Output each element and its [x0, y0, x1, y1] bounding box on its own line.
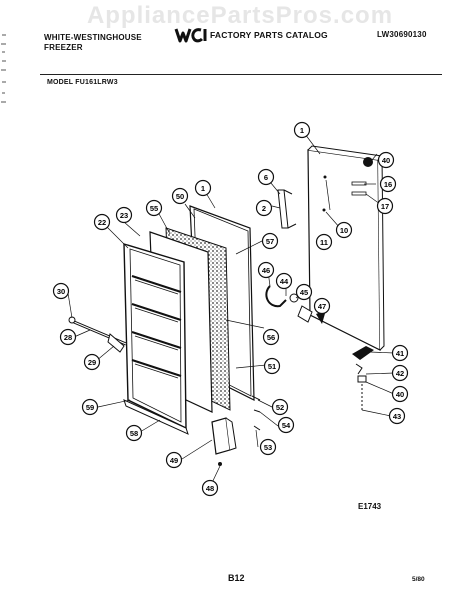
- bottom-bracket: [211, 395, 261, 466]
- svg-text:1: 1: [300, 126, 304, 135]
- callout-59: 59: [81, 398, 99, 416]
- callout-49: 49: [165, 451, 183, 469]
- callout-16: 16: [379, 175, 397, 193]
- callout-51: 51: [263, 357, 281, 375]
- door-handle: [277, 189, 297, 229]
- svg-text:58: 58: [130, 429, 138, 438]
- svg-text:59: 59: [86, 403, 94, 412]
- callout-17: 17: [376, 197, 394, 215]
- svg-text:51: 51: [268, 362, 276, 371]
- callout-23: 23: [115, 206, 133, 224]
- svg-text:10: 10: [340, 226, 348, 235]
- svg-text:57: 57: [266, 237, 274, 246]
- page-code: B12: [228, 573, 245, 583]
- svg-text:56: 56: [267, 333, 275, 342]
- svg-text:55: 55: [150, 204, 158, 213]
- callout-40-top: 40: [377, 151, 395, 169]
- callout-55: 55: [145, 199, 163, 217]
- callout-56: 56: [262, 328, 280, 346]
- callout-28: 28: [59, 328, 77, 346]
- callout-58: 58: [125, 424, 143, 442]
- callout-42: 42: [391, 364, 409, 382]
- svg-text:50: 50: [176, 192, 184, 201]
- svg-text:45: 45: [300, 288, 308, 297]
- svg-text:11: 11: [320, 238, 328, 247]
- callout-41: 41: [391, 344, 409, 362]
- svg-text:47: 47: [318, 302, 326, 311]
- svg-text:46: 46: [262, 266, 270, 275]
- svg-text:43: 43: [393, 412, 401, 421]
- header-rule: [40, 74, 442, 75]
- callout-1-panel: 1: [293, 121, 311, 139]
- svg-text:49: 49: [170, 456, 178, 465]
- callout-52: 52: [271, 398, 289, 416]
- callout-47: 47: [313, 297, 331, 315]
- scan-margin-marks: [0, 30, 10, 110]
- wci-logo: [174, 27, 208, 43]
- svg-text:41: 41: [396, 349, 404, 358]
- svg-text:2: 2: [262, 204, 266, 213]
- callout-48: 48: [201, 479, 219, 497]
- svg-text:16: 16: [384, 180, 392, 189]
- svg-text:22: 22: [98, 218, 106, 227]
- callout-43: 43: [388, 407, 406, 425]
- callout-11: 11: [315, 233, 333, 251]
- svg-text:52: 52: [276, 403, 284, 412]
- svg-text:40: 40: [382, 156, 390, 165]
- svg-text:1: 1: [201, 184, 205, 193]
- shelf-bar: [68, 316, 127, 353]
- catalog-title: FACTORY PARTS CATALOG: [210, 30, 328, 40]
- svg-text:44: 44: [280, 277, 289, 286]
- svg-text:28: 28: [64, 333, 72, 342]
- callout-1-frame: 1: [194, 179, 212, 197]
- callout-44: 44: [275, 272, 293, 290]
- latch-parts: [265, 285, 326, 324]
- callout-bubbles: 1 1 6 2 10 11 16 17 40 57 46 44 45 47 41…: [52, 121, 409, 497]
- inner-door-liner: [123, 243, 187, 430]
- brand-line-2: FREEZER: [44, 43, 83, 52]
- callout-30: 30: [52, 282, 70, 300]
- exploded-parts-diagram: 1 1 6 2 10 11 16 17 40 57 46 44 45 47 41…: [40, 110, 440, 555]
- callout-50: 50: [171, 187, 189, 205]
- svg-text:53: 53: [264, 443, 272, 452]
- callout-22: 22: [93, 213, 111, 231]
- callout-53: 53: [259, 438, 277, 456]
- catalog-number: LW30690130: [377, 30, 427, 39]
- callout-10: 10: [335, 221, 353, 239]
- callout-57: 57: [261, 232, 279, 250]
- svg-text:40: 40: [396, 390, 404, 399]
- svg-text:17: 17: [381, 202, 389, 211]
- callout-2: 2: [255, 199, 273, 217]
- svg-text:23: 23: [120, 211, 128, 220]
- svg-text:54: 54: [282, 421, 291, 430]
- bottom-trim: [123, 399, 189, 435]
- svg-text:48: 48: [206, 484, 214, 493]
- bottom-hinge-assembly: [352, 346, 374, 410]
- top-hinge-cap: [363, 157, 373, 167]
- brand-line-1: WHITE-WESTINGHOUSE: [44, 33, 142, 42]
- model-label: MODEL FU161LRW3: [47, 79, 118, 86]
- callout-54: 54: [277, 416, 295, 434]
- watermark-text: AppliancePartsPros.com: [86, 2, 394, 29]
- callout-46: 46: [257, 261, 275, 279]
- svg-text:6: 6: [264, 173, 268, 182]
- callout-45: 45: [295, 283, 313, 301]
- callout-29: 29: [83, 353, 101, 371]
- callout-6: 6: [257, 168, 275, 186]
- callout-40-bottom: 40: [391, 385, 409, 403]
- svg-text:42: 42: [396, 369, 404, 378]
- figure-code: E1743: [358, 502, 382, 511]
- svg-text:29: 29: [88, 358, 96, 367]
- date-code: 5/80: [412, 576, 425, 583]
- svg-text:30: 30: [57, 287, 65, 296]
